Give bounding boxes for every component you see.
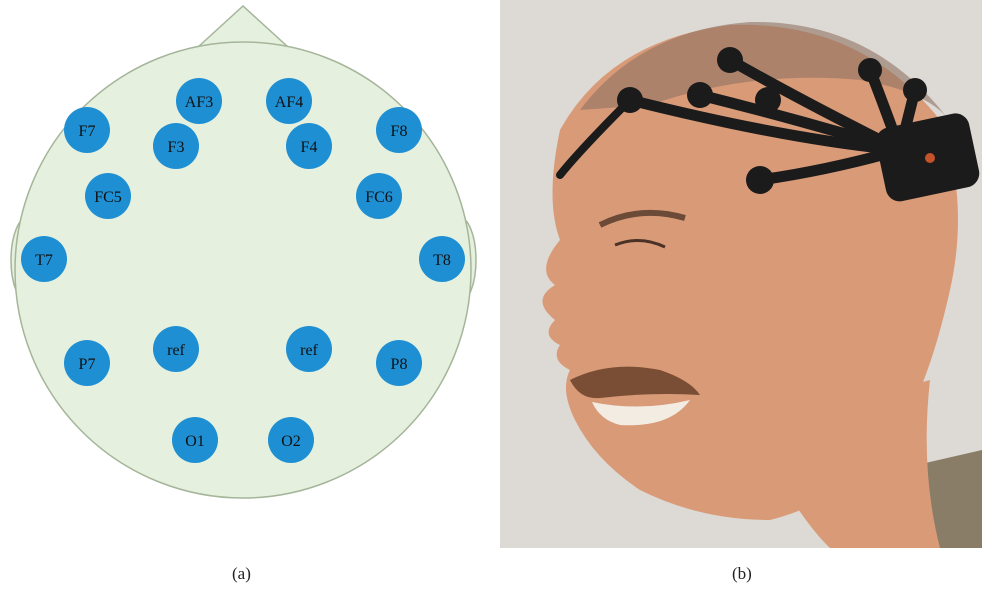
electrode-ref: ref [286,326,332,372]
sensor-pad [687,82,713,108]
electrode-o1: O1 [172,417,218,463]
electrode-marker [85,173,131,219]
electrode-marker [419,236,465,282]
ear [885,203,943,353]
electrode-t7: T7 [21,236,67,282]
caption-b: (b) [732,564,752,583]
electrode-label: T7 [35,252,53,269]
eyebrow [598,209,686,228]
electrode-label: O1 [185,433,205,450]
electrode-marker [64,107,110,153]
electrode-af4: AF4 [266,78,312,124]
electrode-t8: T8 [419,236,465,282]
headset-photo-panel: (b) [500,0,982,588]
sensor-pad [617,87,643,113]
electrode-p7: P7 [64,340,110,386]
electrode-f8: F8 [376,107,422,153]
electrode-o2: O2 [268,417,314,463]
electrode-p8: P8 [376,340,422,386]
electrode-marker [286,326,332,372]
electrode-label: ref [167,342,185,359]
electrode-marker [376,107,422,153]
headset-led-icon [925,153,935,163]
caption-a: (a) [232,564,251,583]
electrode-label: FC5 [94,189,122,206]
mouth [592,400,690,426]
electrode-f4: F4 [286,123,332,169]
electrode-label: F8 [391,123,408,140]
electrode-marker [153,326,199,372]
electrode-label: AF3 [185,94,213,111]
sensor-pad [755,87,781,113]
hair [580,21,945,115]
electrode-label: AF4 [275,94,303,111]
electrode-marker [64,340,110,386]
electrode-fc6: FC6 [356,173,402,219]
electrode-marker [21,236,67,282]
electrode-label: FC6 [365,189,393,206]
electrode-marker [376,340,422,386]
sensor-pad [717,47,743,73]
electrode-fc5: FC5 [85,173,131,219]
electrode-marker [153,123,199,169]
electrode-af3: AF3 [176,78,222,124]
electrode-marker [266,78,312,124]
eye [614,239,666,249]
moustache [570,366,700,399]
sensor-pad [858,58,882,82]
electrode-marker [172,417,218,463]
electrode-f3: F3 [153,123,199,169]
electrode-marker [356,173,402,219]
head-outline [14,41,472,499]
electrode-label: F3 [168,139,185,156]
electrode-marker [176,78,222,124]
electrode-label: F7 [79,123,96,140]
headset-sensors [617,47,927,194]
nose-marker [196,4,290,48]
electrode-marker [268,417,314,463]
sensor-pad [746,166,774,194]
sensor-pad [903,78,927,102]
electrode-ref: ref [153,326,199,372]
electrode-label: P7 [79,356,96,373]
electrode-label: P8 [391,356,408,373]
electrode-label: ref [300,342,318,359]
electrode-marker [286,123,332,169]
electrode-f7: F7 [64,107,110,153]
headset-photo [500,0,982,548]
electrode-label: T8 [433,252,451,269]
electrode-label: O2 [281,433,301,450]
electrode-label: F4 [301,139,318,156]
